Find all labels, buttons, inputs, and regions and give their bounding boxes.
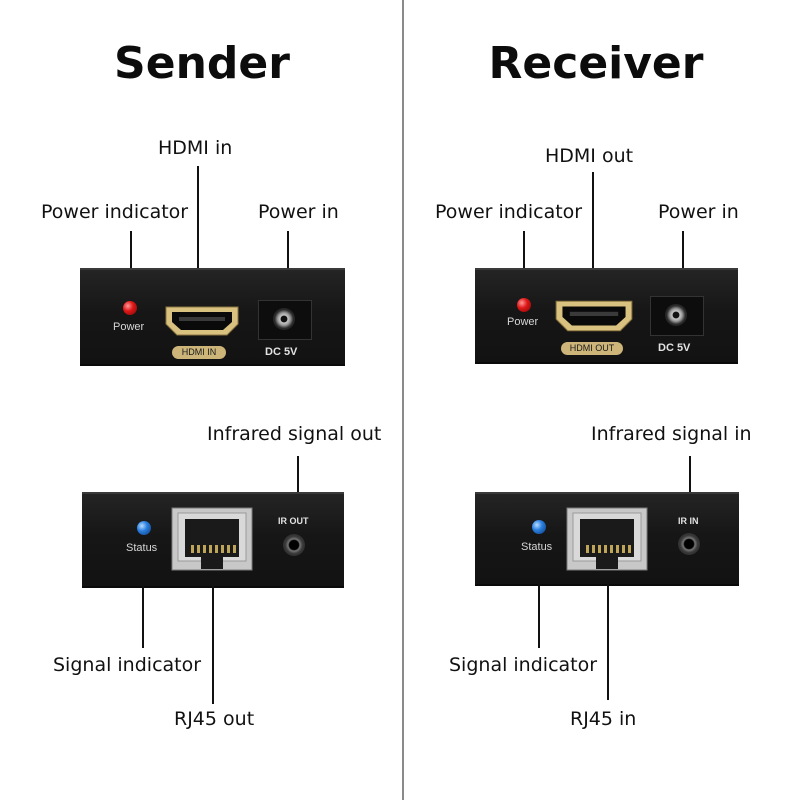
receiver-status-led [532,520,546,534]
sender-dc-port [258,300,312,340]
receiver-rj45-leader [607,584,609,700]
receiver-rj45-callout: RJ45 in [570,708,637,730]
receiver-power-led [517,298,531,312]
sender-power-led [123,301,137,315]
receiver-front-panel: Power HDMI OUT DC 5V [475,268,738,364]
receiver-rj45-port-icon [566,507,648,571]
receiver-power-indicator-leader [523,231,525,268]
receiver-ir-label: IR IN [678,516,699,526]
sender-ir-label: IR OUT [278,516,309,526]
sender-front-panel: Power HDMI IN DC 5V [80,268,345,366]
receiver-hdmi-port-icon [555,300,633,332]
receiver-dc-jack-icon [665,304,687,326]
sender-infrared-callout: Infrared signal out [207,423,382,445]
receiver-hdmi-label: HDMI OUT [561,342,623,355]
sender-status-label: Status [126,542,158,554]
sender-hdmi-leader [197,166,199,268]
sender-back-panel: Status IR OUT [82,492,344,588]
sender-hdmi-label: HDMI IN [172,346,226,359]
sender-infrared-leader [297,456,299,492]
receiver-infrared-callout: Infrared signal in [591,423,752,445]
sender-rj45-callout: RJ45 out [174,708,255,730]
sender-dc-jack-icon [273,308,295,330]
center-divider [402,0,404,800]
receiver-signal-indicator-callout: Signal indicator [449,654,598,676]
sender-dc-label: DC 5V [265,346,298,358]
receiver-power-label: Power [507,316,539,328]
receiver-hdmi-leader [592,172,594,268]
receiver-infrared-leader [689,456,691,492]
receiver-dc-port [650,296,704,336]
receiver-ir-jack-icon [678,533,700,555]
sender-rj45-leader [212,586,214,704]
sender-power-in-leader [287,231,289,268]
receiver-dc-label: DC 5V [658,342,691,354]
receiver-back-panel: Status IR IN [475,492,739,586]
receiver-hdmi-out-callout: HDMI out [545,145,634,167]
receiver-title: Receiver [488,38,704,89]
sender-hdmi-in-callout: HDMI in [158,137,233,159]
sender-title: Sender [114,38,290,89]
sender-power-indicator-leader [130,231,132,268]
sender-ir-jack-icon [283,534,305,556]
sender-power-in-callout: Power in [258,201,339,223]
sender-power-indicator-callout: Power indicator [41,201,189,223]
sender-signal-indicator-callout: Signal indicator [53,654,202,676]
receiver-status-label: Status [521,541,553,553]
sender-signal-indicator-leader [142,586,144,648]
receiver-signal-indicator-leader [538,584,540,648]
sender-status-led [137,521,151,535]
receiver-power-in-callout: Power in [658,201,739,223]
sender-hdmi-port-icon [165,306,239,336]
sender-power-label: Power [113,321,145,333]
receiver-power-in-leader [682,231,684,268]
sender-rj45-port-icon [171,507,253,571]
receiver-power-indicator-callout: Power indicator [435,201,583,223]
